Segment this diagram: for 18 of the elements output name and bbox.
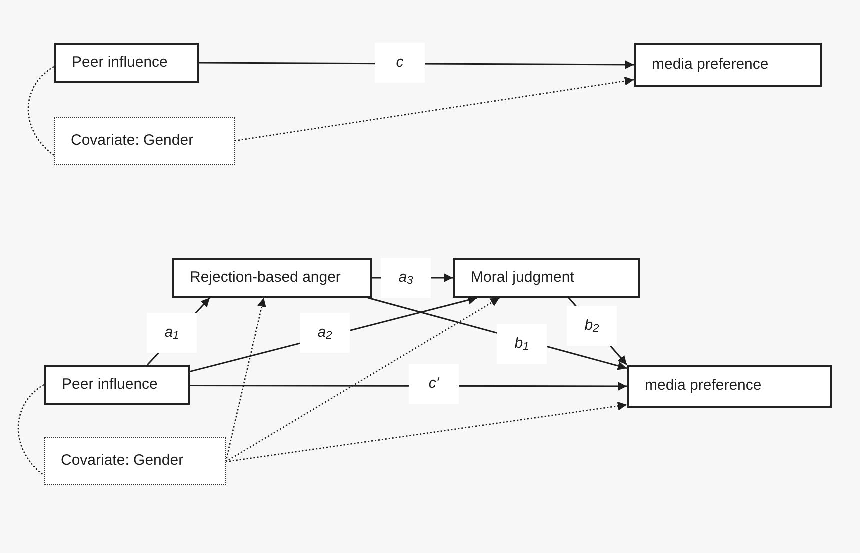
edge-label: a$_{1}$: [147, 313, 197, 353]
covariate-box: Covariate: Gender: [44, 437, 226, 485]
dotted-arrow: [226, 402, 628, 463]
variable-box: media preference: [634, 43, 822, 87]
variable-box: Rejection-based anger: [172, 258, 372, 298]
variable-box: Peer influence: [54, 43, 199, 83]
edge-label: b$_{1}$: [497, 324, 547, 364]
dotted-arrow: [234, 76, 634, 142]
edge-label: a$_{2}$: [300, 313, 350, 353]
variable-box: media preference: [627, 365, 832, 408]
edge-label: b$_{2}$: [567, 306, 617, 346]
dotted-arrow: [226, 297, 500, 463]
edge-label: a$_{3}$: [381, 258, 431, 298]
edge-label: c′: [409, 364, 459, 404]
edge-label: c: [375, 43, 425, 83]
variable-box: Moral judgment: [453, 258, 640, 298]
variable-box: Peer influence: [44, 365, 190, 405]
covariate-box: Covariate: Gender: [54, 117, 235, 165]
